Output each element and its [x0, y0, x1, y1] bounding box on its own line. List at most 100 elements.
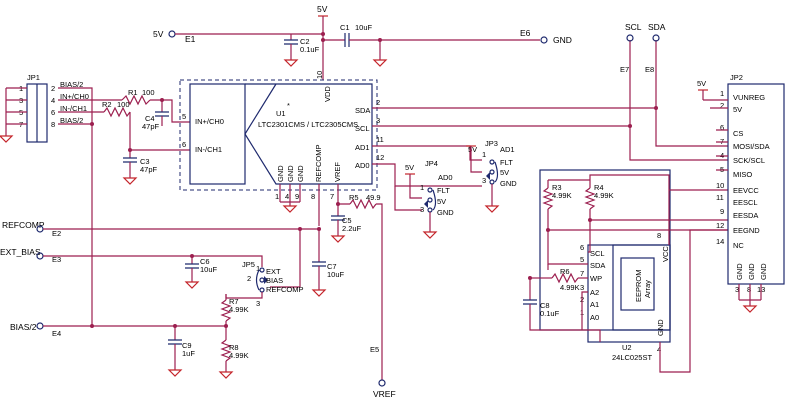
jp5-pin-3: 3	[256, 299, 260, 308]
r2-value: 100	[117, 100, 130, 109]
c6-ref: C6	[200, 257, 210, 266]
jp2-pin-1-name: VUNREG	[733, 93, 765, 102]
net-sda-label: SDA	[648, 22, 666, 32]
c1-ref: C1	[340, 23, 350, 32]
c9-value: 1uF	[182, 349, 195, 358]
c8-value: 0.1uF	[540, 309, 560, 318]
u2-inner-array: Array	[643, 280, 652, 298]
jp2-gnd-3: GND	[759, 263, 768, 280]
u1-adc: 5 6 IN+/CH0 IN-/CH1 U1 * LTC2301CMS / LT…	[179, 71, 384, 213]
jp2-gnd-2: GND	[747, 263, 756, 280]
u1-in-minus-label: IN-/CH1	[195, 145, 222, 154]
net-gnd-label: GND	[553, 35, 572, 45]
u2-pin-6: 6	[580, 243, 584, 252]
jp3-pin-3: 3	[482, 176, 486, 185]
r7-value: 4.99K	[229, 305, 249, 314]
r1-ref: R1	[128, 88, 138, 97]
net-bias2-label: BIAS/2	[10, 322, 37, 332]
u2-left-a2: A2	[590, 288, 599, 297]
u2-vcc-label: VCC	[661, 246, 670, 262]
c4-value: 47pF	[142, 122, 160, 131]
r8-value: 4.99K	[229, 351, 249, 360]
u1-in-plus-label: IN+/CH0	[195, 117, 224, 126]
terminal-e8[interactable]	[652, 34, 660, 42]
jp2-pin-9-name: EESDA	[733, 211, 758, 220]
terminal-e4[interactable]	[36, 322, 44, 330]
r4-ref: R4	[594, 183, 604, 192]
jp3-signal: AD1	[500, 145, 515, 154]
u1-ad1-pin: 11	[376, 135, 384, 144]
u1-ad0-pin: 12	[376, 153, 384, 162]
c4-ref: C4	[145, 114, 155, 123]
jp2-gnd-1: GND	[735, 263, 744, 280]
c7-value: 10uF	[327, 270, 345, 279]
jp3-opt-flt: FLT	[500, 158, 513, 167]
jp2-pin-12-name: EEGND	[733, 226, 760, 235]
u1-ad0-label: AD0	[355, 161, 370, 170]
r5-value: 49.9	[366, 193, 381, 202]
reference-section: R5 49.9 C5 2.2uF E5 VREF REFCOMP E2 C7 1…	[0, 184, 396, 399]
bias-section: BIAS/2 E4 C9 1uF	[10, 322, 228, 377]
jp4-opt-5v: 5V	[437, 197, 446, 206]
u2-vcc-pin: 8	[657, 231, 661, 240]
u2-eeprom: Array EEPROM SCL SDA WP A2 A1 A0 6 5 7 3…	[523, 169, 728, 373]
jp4-opt-flt: FLT	[437, 186, 450, 195]
jp5-pin-1: 1	[256, 264, 260, 273]
jp2-pin-10-num: 10	[716, 181, 724, 190]
terminal-e4-label: E4	[52, 329, 61, 338]
terminal-e5[interactable]	[378, 379, 386, 387]
r5-ref: R5	[349, 193, 359, 202]
input-filter-ch1: R2 100 C3 47pF	[58, 100, 190, 185]
terminal-e1[interactable]	[168, 30, 176, 38]
u1-gnd-pin-3: 9	[295, 192, 299, 201]
jp1-pin-right-1: 2	[51, 84, 55, 93]
jp1-ref: JP1	[27, 73, 40, 82]
jp4-ref: JP4	[425, 159, 438, 168]
net-refcomp-label: REFCOMP	[2, 220, 45, 230]
u2-inner-eeprom: EEPROM	[634, 269, 643, 302]
jp2-pin-14-num: 14	[716, 237, 724, 246]
net-5v-label: 5V	[153, 29, 164, 39]
i2c-bus: SCL SDA E7 E8	[372, 22, 728, 161]
terminal-e7-label: E7	[620, 65, 629, 74]
jp5-ref: JP5	[242, 260, 255, 269]
jp2-pin-9-num: 9	[720, 207, 724, 216]
u1-ref: U1	[276, 109, 286, 118]
jp2-pin-1-num: 1	[720, 89, 724, 98]
c7-ref: C7	[327, 262, 337, 271]
jp2-ref: JP2	[730, 73, 743, 82]
terminal-e6[interactable]	[540, 36, 548, 44]
u1-vref-pin: 7	[330, 192, 334, 201]
jp1-label-1: BIAS/2	[60, 80, 83, 89]
u1-scl-label: SCL	[355, 124, 370, 133]
jp4-jumper: 5V JP4 AD0 1 3 FLT 5V GND	[394, 159, 454, 239]
u2-pin-7: 7	[580, 269, 584, 278]
jp2-pin-14-name: NC	[733, 241, 744, 250]
jp1-header: JP1 1 3 5 7 2 4 6 8 BIAS/2 IN+/CH0 IN-/C…	[0, 73, 94, 326]
terminal-e3-label: E3	[52, 255, 61, 264]
c3-ref: C3	[140, 157, 150, 166]
u1-ad1-label: AD1	[355, 143, 370, 152]
u1-vref-label: VREF	[333, 162, 342, 182]
terminal-e7[interactable]	[626, 34, 634, 42]
u2-gnd-pin: 4	[657, 345, 661, 354]
c8-ref: C8	[540, 301, 550, 310]
u2-left-scl: SCL	[590, 249, 605, 258]
u1-in-minus-pin: 6	[182, 140, 186, 149]
net-ext-bias-label: EXT_BIAS	[0, 247, 41, 257]
r8-ref: R8	[229, 343, 239, 352]
terminal-e8-label: E8	[645, 65, 654, 74]
c5-value: 2.2uF	[342, 224, 362, 233]
jp1-pin-right-4: 8	[51, 120, 55, 129]
c3-value: 47pF	[140, 165, 158, 174]
jp4-pin-3: 3	[420, 205, 424, 214]
jp2-pin-list: 1 VUNREG 2 5V 6 CS 7 MOSI/SDA 4 SCK/SCL …	[716, 89, 770, 250]
u1-in-plus-pin: 5	[182, 112, 186, 121]
u1-refcomp-pin: 8	[311, 192, 315, 201]
u1-sda-label: SDA	[355, 106, 370, 115]
net-scl-label: SCL	[625, 22, 642, 32]
jp2-5v-label: 5V	[697, 79, 706, 88]
jp2-pin-4-name: SCK/SCL	[733, 156, 765, 165]
jp2-pin-2-num: 2	[720, 101, 724, 110]
